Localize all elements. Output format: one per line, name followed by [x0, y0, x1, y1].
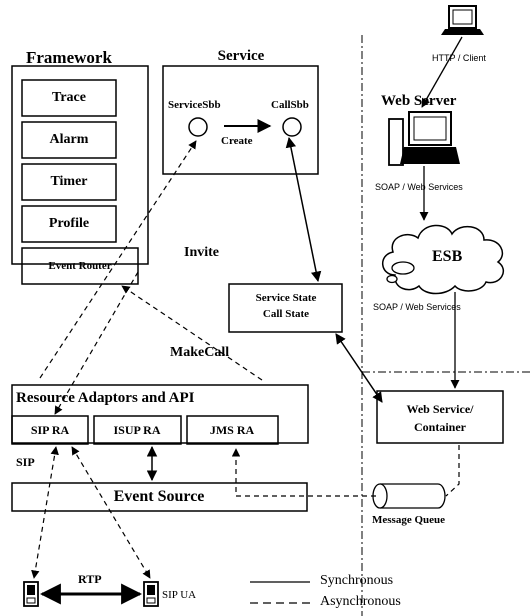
- state-container-arrow: [335, 333, 383, 403]
- timer-label: Timer: [50, 174, 88, 189]
- trace-box: [21, 79, 117, 117]
- sip-left-arrow: [31, 446, 59, 579]
- sip-ua-label: SIP UA: [162, 589, 197, 601]
- makecall-label: MakeCall: [170, 345, 230, 360]
- client-laptop-icon: [441, 5, 484, 35]
- isup-ra-box: [93, 415, 182, 445]
- resource-adaptors-title: Resource Adaptors and API: [16, 390, 195, 406]
- event-source-box: [11, 482, 308, 512]
- esb-cloud: [382, 224, 504, 295]
- invite-label: Invite: [184, 245, 219, 260]
- invite-arrow: [39, 140, 197, 379]
- call-sbb-label: CallSbb: [271, 99, 309, 111]
- state-box: [228, 283, 343, 333]
- web-server-title: Web Server: [381, 93, 457, 109]
- service-sbb-node: [188, 117, 208, 137]
- web-service-container-box: [376, 390, 504, 444]
- profile-box: [21, 205, 117, 243]
- sip-label: SIP: [16, 455, 35, 469]
- event-router-label: Event Router: [48, 260, 112, 272]
- alarm-label: Alarm: [49, 132, 89, 147]
- jms-ra-label: JMS RA: [209, 423, 255, 437]
- framework-box: [11, 65, 149, 265]
- container-to-queue-line: [445, 445, 460, 497]
- sip-right-arrow: [71, 446, 151, 579]
- jms-ra-box: [186, 415, 279, 445]
- soap-web-services-1: SOAP / Web Services: [375, 182, 463, 192]
- makecall-arrow: [121, 285, 263, 381]
- service-state-label: Service State: [255, 292, 317, 304]
- create-label: Create: [221, 135, 253, 147]
- queue-to-jms-arrow: [231, 448, 376, 497]
- http-client-label: HTTP / Client: [432, 53, 486, 63]
- web-service-label-line1: Web Service/: [406, 402, 474, 416]
- service-box: [162, 65, 319, 175]
- profile-label: Profile: [48, 216, 90, 231]
- message-queue-cylinder: [372, 483, 446, 509]
- service-title: Service: [217, 48, 265, 64]
- alarm-box: [21, 121, 117, 159]
- trace-label: Trace: [52, 90, 86, 105]
- event-source-label: Event Source: [113, 488, 205, 505]
- message-queue-label: Message Queue: [372, 514, 446, 526]
- call-state-label: Call State: [262, 308, 310, 320]
- event-router-box: [21, 247, 139, 285]
- service-sbb-label: ServiceSbb: [168, 99, 221, 111]
- callsbb-state-arrow: [285, 136, 322, 283]
- esb-label: ESB: [432, 248, 463, 265]
- phone-right-icon: [143, 581, 159, 607]
- isup-ra-label: ISUP RA: [113, 423, 161, 437]
- soap-web-services-2: SOAP / Web Services: [373, 302, 461, 312]
- framework-title: Framework: [26, 48, 112, 67]
- timer-box: [21, 163, 117, 201]
- phone-left-icon: [23, 581, 39, 607]
- web-server-computer-icon: [388, 111, 460, 166]
- sip-ra-box: [11, 415, 89, 445]
- router-to-sipra-arrow: [54, 271, 139, 415]
- client-webserver-arrow: [421, 36, 463, 108]
- legend-sync-label: Synchronous: [320, 573, 394, 588]
- sip-ra-label: SIP RA: [30, 423, 70, 437]
- rtp-label: RTP: [78, 572, 102, 586]
- legend-async-label: Asynchronous: [320, 594, 401, 609]
- resource-adaptors-box: [11, 384, 309, 444]
- web-service-label-line2: Container: [414, 420, 466, 434]
- call-sbb-node: [282, 117, 302, 137]
